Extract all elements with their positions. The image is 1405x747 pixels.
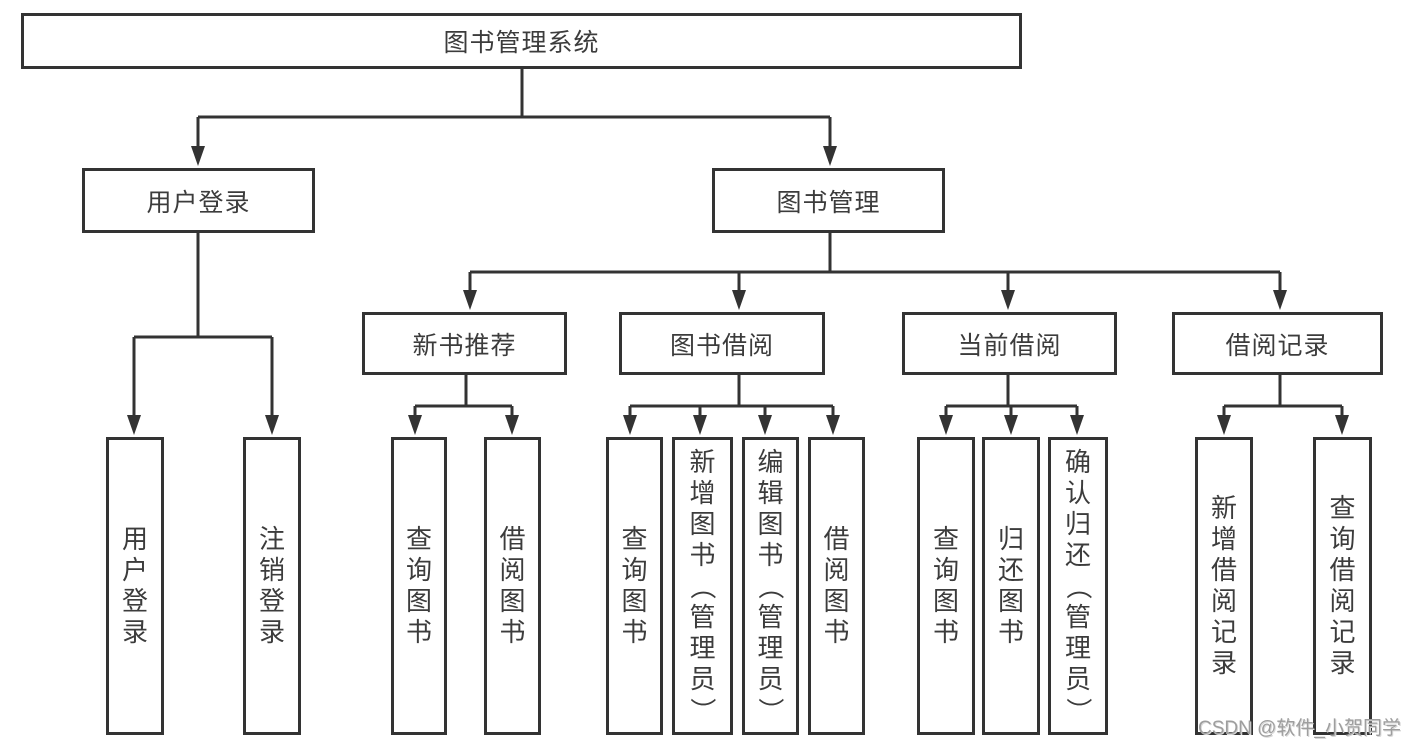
leaf-query-book-recommend: 查询图书 [391,437,447,735]
node-label: 新增图书（管理员） [687,446,718,724]
node-label: 查询图书 [621,524,648,647]
node-new-book-recommend: 新书推荐 [362,312,567,375]
leaf-query-book-borrow: 查询图书 [606,437,663,735]
node-label: 新书推荐 [412,331,517,360]
node-label: 查询借阅记录 [1329,493,1356,678]
node-label: 归还图书 [997,524,1024,647]
node-label: 图书管理系统 [443,29,600,57]
leaf-edit-book-admin: 编辑图书（管理员） [742,437,799,735]
node-label: 图书借阅 [669,331,774,360]
csdn-watermark: CSDN @软件_小贺同学 [1198,718,1401,739]
leaf-add-book-admin: 新增图书（管理员） [672,437,733,735]
leaf-borrow-book-recommend: 借阅图书 [484,437,541,735]
leaf-borrow-book: 借阅图书 [808,437,865,735]
node-label: 借阅记录 [1225,331,1330,360]
leaf-logout: 注销登录 [243,437,301,735]
leaf-query-borrow-record: 查询借阅记录 [1313,437,1372,735]
node-label: 查询图书 [932,524,959,647]
node-label: 用户登录 [146,188,251,217]
node-label: 编辑图书（管理员） [755,446,786,724]
leaf-query-book-current: 查询图书 [917,437,975,735]
node-label: 确认归还（管理员） [1063,446,1094,724]
node-user-login: 用户登录 [82,168,315,233]
node-current-borrow: 当前借阅 [902,312,1117,375]
node-book-borrow: 图书借阅 [619,312,825,375]
node-label: 注销登录 [258,524,285,647]
leaf-confirm-return-admin: 确认归还（管理员） [1048,437,1108,735]
node-label: 新增借阅记录 [1210,493,1237,678]
leaf-return-book: 归还图书 [982,437,1040,735]
node-label: 图书管理 [776,188,881,217]
node-label: 查询图书 [405,524,432,647]
node-root-system: 图书管理系统 [21,13,1022,69]
node-label: 当前借阅 [957,331,1062,360]
leaf-user-login: 用户登录 [106,437,164,735]
node-label: 用户登录 [121,524,148,647]
node-borrow-records: 借阅记录 [1172,312,1383,375]
node-label: 借阅图书 [499,524,526,647]
leaf-add-borrow-record: 新增借阅记录 [1195,437,1253,735]
node-book-management: 图书管理 [712,168,945,233]
node-label: 借阅图书 [823,524,850,647]
